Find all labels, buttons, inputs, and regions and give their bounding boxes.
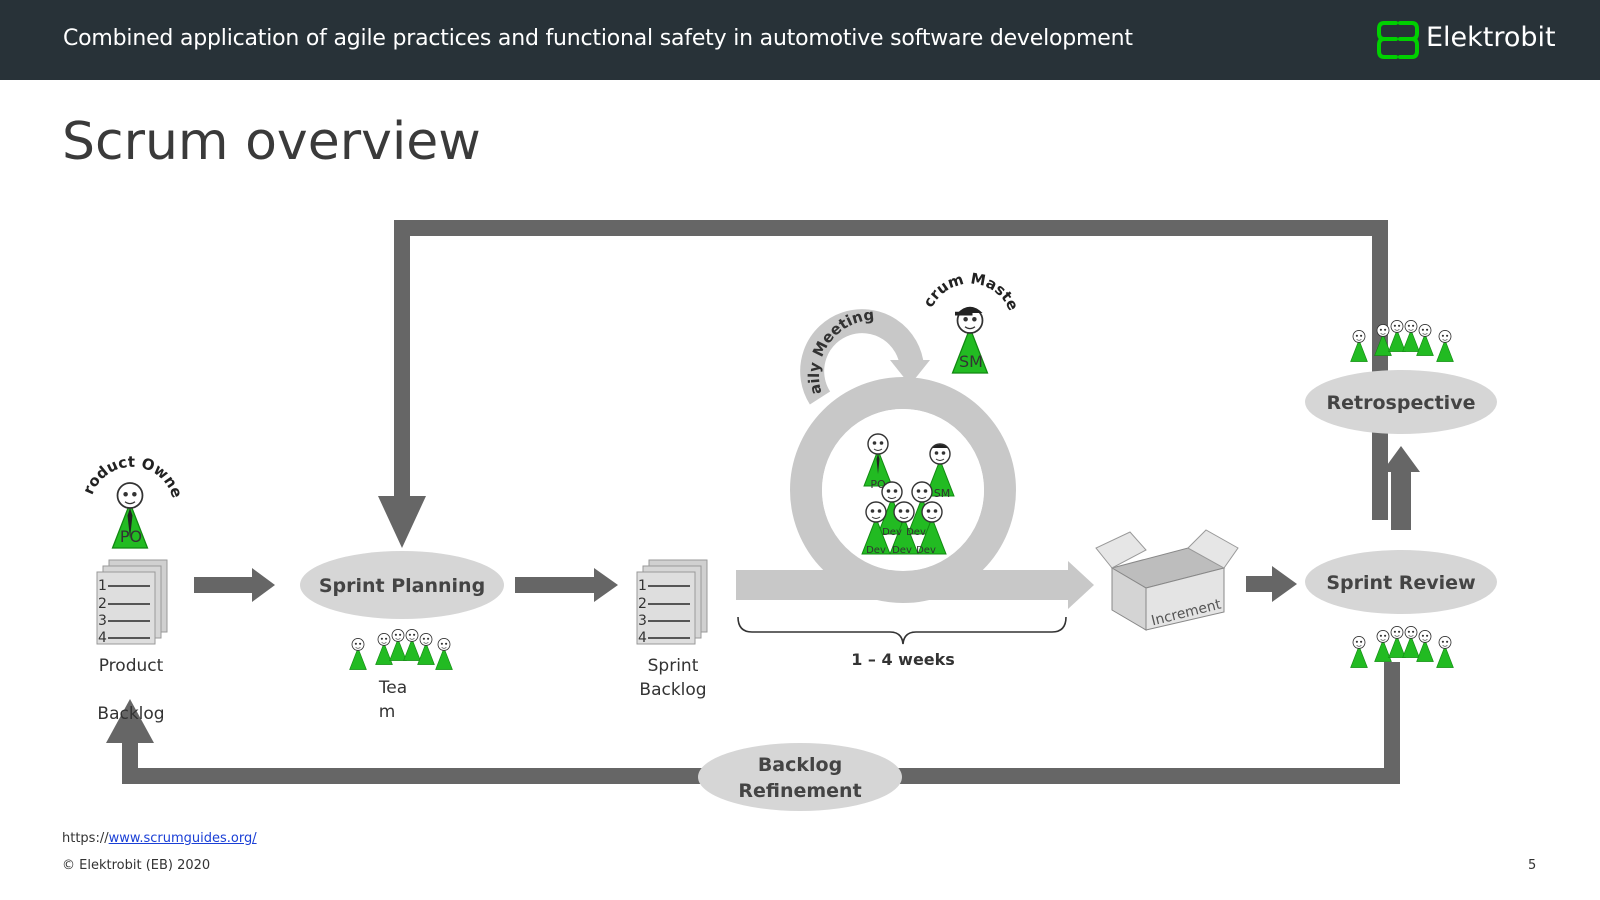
duration-label: 1 – 4 weeks <box>851 650 955 669</box>
dev-badge-3: Dev <box>866 545 886 556</box>
backlog-refinement-label-line1: Backlog <box>758 754 842 776</box>
sprint-backlog-icon <box>636 559 708 645</box>
sprint-backlog-number-1: 1 <box>638 578 647 594</box>
retrospective-team-figures <box>1350 319 1454 363</box>
sm-badge: SM <box>959 352 983 371</box>
product-backlog-icon <box>96 559 168 645</box>
sprint-team-sm-badge: SM <box>934 487 950 500</box>
page-title: Scrum overview <box>62 112 481 172</box>
source-prefix: https:// <box>62 831 109 846</box>
sprint-review-label: Sprint Review <box>1326 572 1475 594</box>
backlog-refinement-ellipse <box>698 743 902 811</box>
scrum-master-figure <box>951 306 989 374</box>
sprint-planning-label: Sprint Planning <box>319 575 485 597</box>
product-backlog-label-line2: Backlog <box>97 704 164 724</box>
product-owner-figure <box>111 482 149 549</box>
daily-meetings-label: Daily Meetings <box>0 180 875 396</box>
dev-badge-5: Dev <box>916 545 936 556</box>
team-label-line1: Tea <box>378 678 407 698</box>
sprint-backlog-number-2: 2 <box>638 596 647 612</box>
backlog-number-1: 1 <box>98 578 107 594</box>
planning-team-figures <box>349 628 453 671</box>
arrow-to-retrospective <box>1382 446 1420 530</box>
scrumguides-link[interactable]: www.scrumguides.org/ <box>108 831 257 846</box>
dev-badge-2: Dev <box>906 527 926 538</box>
scrum-master-arc-label: Scrum Master <box>0 180 1022 313</box>
product-owner-arc-label: Product Owner <box>0 180 186 500</box>
increment-box-icon <box>1095 529 1239 631</box>
presentation-title: Combined application of agile practices … <box>63 26 1133 51</box>
review-team-figures <box>1350 625 1454 669</box>
sprint-backlog-number-3: 3 <box>638 613 647 629</box>
refinement-loop-arrowhead <box>106 699 154 743</box>
daily-meetings-arrowhead <box>890 360 930 385</box>
backlog-number-2: 2 <box>98 596 107 612</box>
po-badge: PO <box>120 527 142 546</box>
sprint-team-figures <box>861 433 955 555</box>
daily-meetings-arrow <box>800 309 924 405</box>
team-label-line2: m <box>379 702 396 722</box>
retrospective-ellipse <box>1305 370 1497 434</box>
source-reference: https://www.scrumguides.org/ <box>62 831 257 846</box>
page-number: 5 <box>1528 858 1537 873</box>
backlog-number-4: 4 <box>98 630 107 646</box>
sprint-planning-ellipse <box>300 551 504 619</box>
retrospective-label: Retrospective <box>1327 392 1476 414</box>
product-backlog-label-line1: Product <box>99 656 164 676</box>
copyright-notice: © Elektrobit (EB) 2020 <box>62 858 211 873</box>
arrow-to-sprint-review <box>1246 566 1297 602</box>
duration-brace <box>737 616 1067 645</box>
dev-badge-1: Dev <box>882 527 902 538</box>
sprint-team-po-badge: PO <box>870 478 886 491</box>
header-bar: Combined application of agile practices … <box>0 0 1600 80</box>
dev-badge-4: Dev <box>892 545 912 556</box>
scrum-diagram: PO Product Owner 1 2 3 4 Product Backlog… <box>0 180 1497 811</box>
sprint-backlog-label-line2: Backlog <box>639 680 706 700</box>
return-loop-arrowhead <box>378 496 426 548</box>
backlog-refinement-label-line2: Refinement <box>738 780 861 802</box>
eb-logo-icon <box>1377 21 1419 59</box>
logo-wordmark: Elektrobit <box>1426 22 1556 53</box>
sprint-backlog-number-4: 4 <box>638 630 647 646</box>
backlog-number-3: 3 <box>98 613 107 629</box>
sprint-backlog-label-line1: Sprint <box>648 656 699 676</box>
sprint-cycle-arrow <box>736 561 1094 609</box>
sprint-review-ellipse <box>1305 550 1497 614</box>
arrow-to-sprint-backlog <box>515 568 618 602</box>
arrow-to-sprint-planning <box>194 568 275 602</box>
